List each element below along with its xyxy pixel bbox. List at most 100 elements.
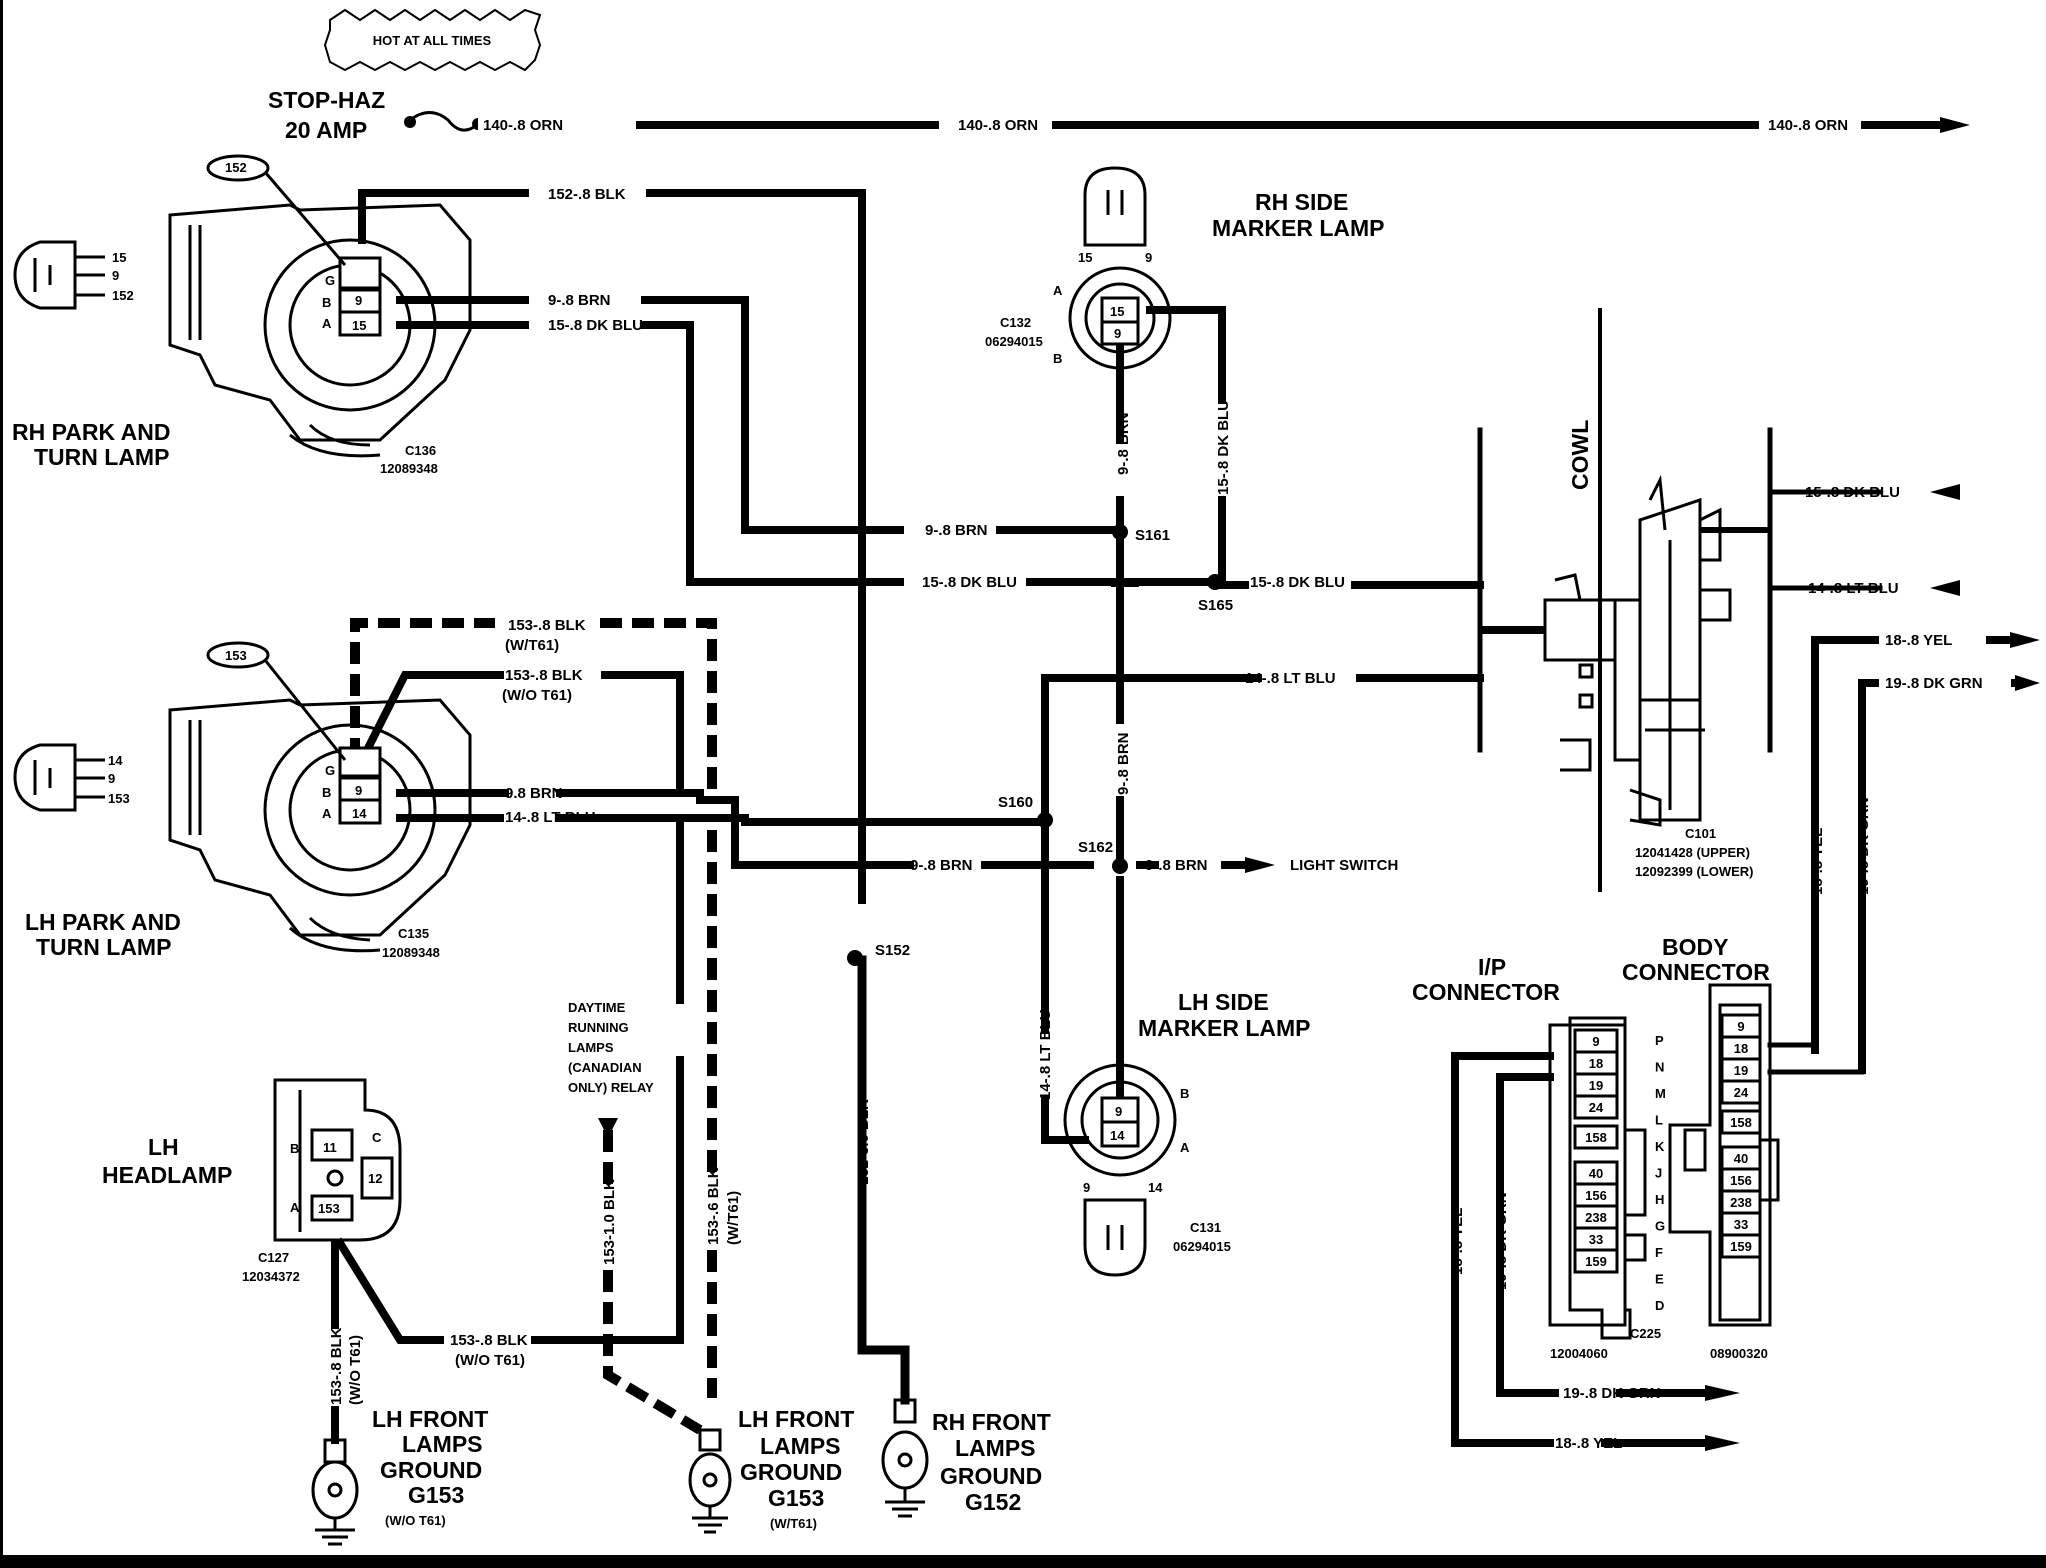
ground-g153-wo	[311, 1438, 359, 1546]
svg-text:12089348: 12089348	[380, 461, 438, 476]
svg-text:RUNNING: RUNNING	[568, 1020, 629, 1035]
svg-text:153-.6 BLK: 153-.6 BLK	[705, 1167, 722, 1245]
wire-18-bottom	[1451, 1052, 1709, 1447]
svg-text:GROUND: GROUND	[740, 1459, 842, 1485]
cavity-number: 24	[1734, 1085, 1749, 1100]
headlamp-title-2: HEADLAMP	[102, 1162, 232, 1188]
svg-text:9: 9	[1083, 1180, 1090, 1195]
lh-side-title-2: MARKER LAMP	[1138, 1015, 1311, 1041]
cavity-letter: J	[1655, 1166, 1662, 1181]
svg-text:19-.8 DK GRN: 19-.8 DK GRN	[1563, 1385, 1661, 1402]
headlamp-title-1: LH	[148, 1134, 179, 1160]
wire-19-grn	[1858, 679, 2024, 1074]
svg-text:C: C	[372, 1130, 382, 1145]
svg-text:140-.8 ORN: 140-.8 ORN	[958, 117, 1038, 134]
rh-side-title-1: RH SIDE	[1255, 189, 1348, 215]
svg-text:12: 12	[368, 1171, 382, 1186]
cavity-number: 159	[1730, 1239, 1752, 1254]
svg-text:12041428 (UPPER): 12041428 (UPPER)	[1635, 845, 1750, 860]
wire-152-top	[358, 189, 866, 904]
wire-153-wo	[356, 671, 684, 794]
rh-park-title-1: RH PARK AND	[12, 419, 170, 445]
svg-text:9: 9	[1145, 250, 1152, 265]
svg-text:9-.8 BRN: 9-.8 BRN	[1145, 857, 1208, 874]
svg-text:LAMPS: LAMPS	[955, 1435, 1036, 1461]
wire-14-lh	[396, 814, 1049, 826]
ip-title-2: CONNECTOR	[1412, 979, 1560, 1005]
rh-park-title-2: TURN LAMP	[34, 444, 169, 470]
svg-text:15-.8 DK BLU: 15-.8 DK BLU	[922, 574, 1017, 591]
svg-text:LIGHT SWITCH: LIGHT SWITCH	[1290, 857, 1398, 874]
wire-15-rh	[396, 321, 1484, 589]
cavity-number: 156	[1730, 1173, 1752, 1188]
svg-text:9: 9	[355, 783, 362, 798]
svg-text:(W/O T61): (W/O T61)	[385, 1513, 446, 1528]
svg-text:15-.8 DK BLU: 15-.8 DK BLU	[1250, 574, 1345, 591]
svg-text:11: 11	[323, 1140, 337, 1155]
connector-cavity	[1573, 1124, 1619, 1150]
svg-text:15-.8 DK BLU: 15-.8 DK BLU	[1215, 400, 1232, 495]
rh-side-title-2: MARKER LAMP	[1212, 215, 1385, 241]
svg-text:152-.8 BLK: 152-.8 BLK	[548, 186, 626, 203]
ip-title-1: I/P	[1478, 954, 1506, 980]
svg-text:GROUND: GROUND	[380, 1457, 482, 1483]
fuse-rating: 20 AMP	[285, 117, 367, 143]
svg-text:RH FRONT: RH FRONT	[932, 1409, 1051, 1435]
svg-text:153-.8 BLK: 153-.8 BLK	[505, 667, 583, 684]
cavity-number: 9	[1592, 1034, 1599, 1049]
svg-text:140-.8 ORN: 140-.8 ORN	[1768, 117, 1848, 134]
svg-text:15: 15	[1110, 304, 1124, 319]
svg-text:(W/T61): (W/T61)	[505, 637, 559, 654]
cavity-number: 19	[1734, 1063, 1748, 1078]
splice-s162	[1112, 858, 1128, 874]
svg-text:DAYTIME: DAYTIME	[568, 1000, 626, 1015]
connector-cavity	[1720, 1109, 1762, 1135]
svg-text:14: 14	[1148, 1180, 1163, 1195]
svg-text:08900320: 08900320	[1710, 1346, 1768, 1361]
ground-icons	[311, 1398, 929, 1546]
svg-text:9: 9	[1114, 326, 1121, 341]
svg-text:14-.8 LT BLU: 14-.8 LT BLU	[1808, 580, 1899, 597]
lh-park-lamp	[168, 641, 472, 953]
wire-153-t61	[350, 618, 717, 800]
splice-s152	[847, 950, 863, 966]
svg-text:(W/T61): (W/T61)	[770, 1516, 817, 1531]
svg-text:14: 14	[108, 753, 123, 768]
svg-text:A: A	[290, 1200, 300, 1215]
svg-text:B: B	[1053, 351, 1062, 366]
svg-text:LAMPS: LAMPS	[568, 1040, 614, 1055]
svg-text:S161: S161	[1135, 527, 1170, 544]
svg-text:A: A	[322, 806, 332, 821]
left-rule	[0, 0, 3, 1568]
cavity-number: 238	[1730, 1195, 1752, 1210]
lh-park-pinout-icon	[13, 743, 105, 812]
hot-banner-text: HOT AT ALL TIMES	[373, 33, 492, 48]
svg-text:12034372: 12034372	[242, 1269, 300, 1284]
body-title-1: BODY	[1662, 934, 1728, 960]
svg-text:152: 152	[112, 288, 134, 303]
drl-relay-note: DAYTIME RUNNING LAMPS (CANADIAN ONLY) RE…	[568, 1000, 654, 1095]
wire-152-3	[857, 955, 910, 1405]
svg-text:18-.8 YEL: 18-.8 YEL	[1809, 828, 1826, 895]
lh-park-title-1: LH PARK AND	[25, 909, 181, 935]
svg-text:S162: S162	[1078, 839, 1113, 856]
svg-text:S165: S165	[1198, 597, 1233, 614]
svg-text:C136: C136	[405, 443, 436, 458]
svg-text:A: A	[1053, 283, 1063, 298]
ground-g152	[881, 1398, 929, 1518]
cavity-number: 158	[1730, 1115, 1752, 1130]
cowl-15-branch	[1767, 427, 1883, 753]
svg-text:12092399 (LOWER): 12092399 (LOWER)	[1635, 864, 1754, 879]
svg-text:9: 9	[108, 771, 115, 786]
bottom-rule	[0, 1555, 2046, 1568]
svg-text:C131: C131	[1190, 1220, 1221, 1235]
svg-text:15: 15	[1078, 250, 1092, 265]
cavity-number: 33	[1589, 1232, 1603, 1247]
cavity-number: 40	[1589, 1166, 1603, 1181]
svg-text:12004060: 12004060	[1550, 1346, 1608, 1361]
svg-text:(CANADIAN: (CANADIAN	[568, 1060, 642, 1075]
svg-text:14: 14	[1110, 1128, 1125, 1143]
rh-park-tag: 152	[225, 160, 247, 175]
